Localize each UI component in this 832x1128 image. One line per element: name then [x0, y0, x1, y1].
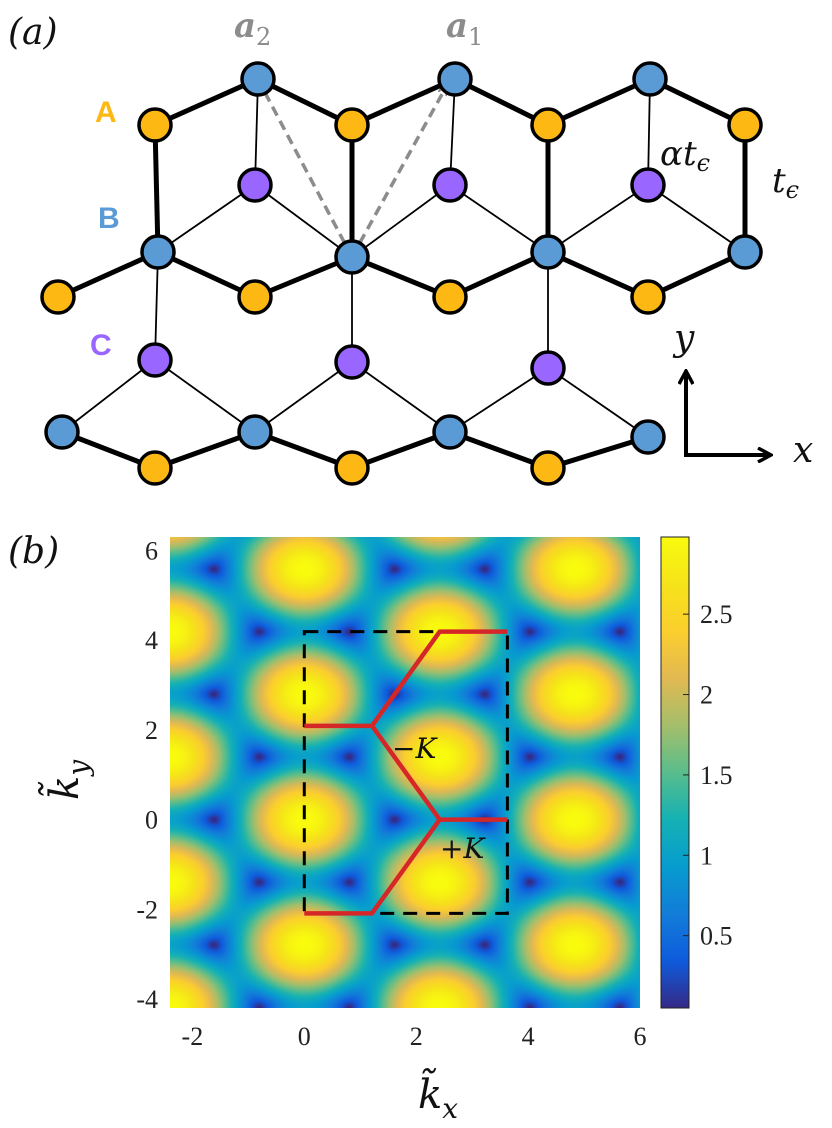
a2-vector-arrow	[262, 87, 354, 258]
site-A	[334, 450, 370, 486]
x-tick-labels: -2 0 2 4 6	[182, 1022, 647, 1051]
y-axis-title: k̃y	[38, 759, 95, 800]
site-B	[727, 234, 763, 270]
x-tick-label: 2	[410, 1022, 423, 1051]
site-A	[334, 107, 370, 143]
strong-bond	[152, 124, 161, 253]
weak-bond	[254, 184, 353, 258]
x-tick-label: 6	[634, 1022, 647, 1051]
weak-bonds	[61, 78, 746, 438]
y-tick-label: 6	[145, 536, 158, 565]
sublattice-label-A: A	[95, 96, 117, 129]
strong-bond	[646, 249, 747, 300]
dashed-unit-cell	[302, 630, 509, 915]
x-tick-label: 0	[298, 1022, 311, 1051]
colorbar-frame	[660, 536, 690, 1009]
x-axis-label: x	[793, 430, 813, 471]
weak-bond	[61, 359, 156, 433]
site-A	[137, 107, 173, 143]
sublattice-label-B: B	[98, 202, 120, 235]
y-tick-label: 4	[145, 626, 158, 655]
site-A	[727, 107, 763, 143]
site-A	[137, 450, 173, 486]
colorbar-tick-label: 0.5	[700, 922, 733, 951]
panel-a-label: (a)	[8, 12, 58, 53]
site-A	[530, 107, 566, 143]
site-B	[530, 234, 566, 270]
site-B	[632, 61, 668, 97]
minus-K-label: −K	[392, 732, 438, 765]
weak-bond	[351, 184, 451, 258]
colorbar-tick-label: 1	[700, 841, 713, 870]
site-B	[44, 414, 80, 450]
weak-bond	[351, 361, 451, 433]
site-C	[432, 167, 468, 203]
site-B	[334, 239, 370, 275]
weak-hopping-label: αtϵ	[660, 134, 710, 177]
weak-bond	[547, 184, 649, 253]
lattice-sites	[40, 61, 763, 486]
brillouin-zone-overlay	[302, 629, 509, 916]
y-tick-label: -2	[136, 895, 158, 924]
lattice-vectors	[262, 87, 446, 258]
plus-K-label: +K	[440, 832, 486, 865]
strong-bond	[448, 249, 550, 300]
colorbar-tick-label: 1.5	[700, 761, 733, 790]
colorbar-tick-label: 2.5	[700, 600, 733, 629]
y-tick-label: 2	[145, 716, 158, 745]
a2-vector-label: a2	[234, 6, 271, 51]
site-A	[432, 279, 468, 315]
a1-vector-label: a1	[446, 6, 483, 51]
weak-bond	[254, 361, 353, 433]
site-A	[530, 450, 566, 486]
panel-b: (b) −K +K -2 0 2 4 6 -4 -2 0 2 4 6 k̃x k̃y 0.5 1 1.…	[8, 531, 733, 1125]
site-C	[334, 344, 370, 380]
site-C	[530, 350, 566, 386]
sublattice-label-C: C	[90, 329, 112, 362]
x-axis-title: k̃x	[418, 1068, 458, 1125]
x-tick-label: 4	[522, 1022, 535, 1051]
y-tick-label: 0	[145, 806, 158, 835]
weak-bond	[154, 251, 159, 361]
strong-bond	[156, 249, 257, 300]
strong-bond	[546, 249, 650, 300]
site-C	[137, 342, 173, 378]
site-B	[237, 414, 273, 450]
site-B	[437, 61, 473, 97]
axes-indicator: y x	[672, 318, 813, 471]
y-tick-label: -4	[136, 985, 158, 1014]
strong-bond	[546, 76, 652, 128]
weak-bond	[449, 184, 549, 253]
site-B	[140, 234, 176, 270]
site-A	[630, 279, 666, 315]
site-A	[40, 279, 76, 315]
x-tick-label: -2	[182, 1022, 204, 1051]
y-axis-label: y	[672, 318, 695, 359]
site-B	[432, 414, 468, 450]
panel-a: (a) a2 a1 A B C αtϵ tϵ y x	[8, 6, 813, 486]
a1-vector-arrow	[350, 87, 446, 258]
colorbar	[661, 537, 689, 1008]
strong-hopping-label: tϵ	[772, 161, 799, 204]
weak-bond	[547, 367, 649, 438]
site-C	[630, 167, 666, 203]
weak-bond	[154, 359, 256, 433]
strong-bond	[56, 249, 160, 300]
site-A	[237, 279, 273, 315]
panel-b-label: (b)	[8, 531, 59, 572]
colorbar-tick-label: 2	[700, 681, 713, 710]
site-C	[237, 167, 273, 203]
zone-boundary-path	[304, 817, 508, 916]
weak-bond	[157, 184, 256, 253]
strong-bond	[153, 76, 260, 128]
site-B	[630, 419, 666, 455]
colorbar-tick-labels: 0.5 1 1.5 2 2.5	[683, 600, 733, 951]
site-B	[240, 61, 276, 97]
zone-boundary-path	[370, 629, 508, 728]
weak-bond	[449, 367, 549, 433]
y-tick-labels: -4 -2 0 2 4 6	[136, 536, 158, 1014]
weak-bond	[647, 184, 746, 253]
